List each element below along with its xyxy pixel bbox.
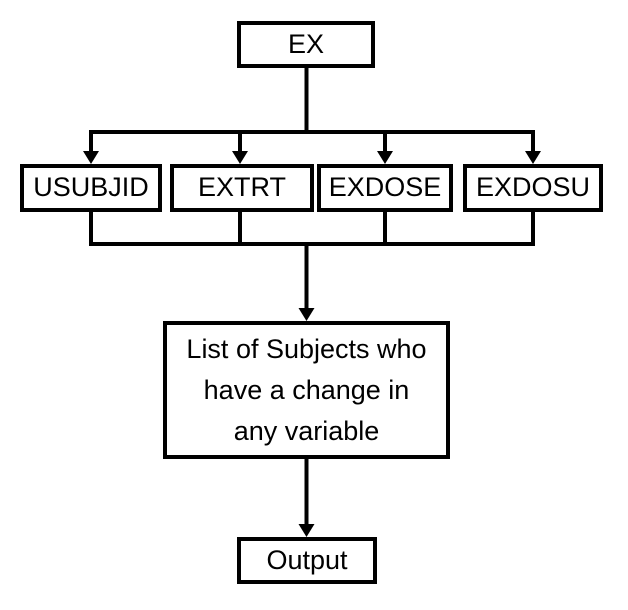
- node-usubjid-label: USUBJID: [33, 172, 149, 203]
- node-list-line-2: have a change in: [203, 374, 410, 405]
- arrowheads: [83, 151, 541, 537]
- arrowhead-exdosu: [525, 151, 541, 164]
- node-usubjid: USUBJID: [20, 164, 162, 212]
- node-exdosu: EXDOSU: [463, 164, 603, 212]
- node-ex-label: EX: [287, 28, 325, 59]
- node-list-of-subjects: List of Subjects who have a change in an…: [163, 321, 450, 459]
- node-exdosu-label: EXDOSU: [475, 172, 591, 203]
- arrowhead-list: [298, 308, 315, 321]
- arrowhead-output: [298, 524, 315, 537]
- node-list-line-1: List of Subjects who: [186, 333, 427, 364]
- node-extrt: EXTRT: [170, 164, 314, 212]
- connector-lines: [89, 66, 535, 525]
- node-ex: EX: [237, 21, 375, 68]
- node-exdose: EXDOSE: [317, 164, 453, 212]
- node-exdose-label: EXDOSE: [328, 172, 442, 203]
- arrowhead-exdose: [377, 151, 393, 164]
- node-output-label: Output: [266, 544, 348, 575]
- node-extrt-label: EXTRT: [197, 172, 286, 203]
- arrowhead-extrt: [232, 151, 248, 164]
- arrowhead-usubjid: [83, 151, 99, 164]
- node-output: Output: [237, 537, 377, 584]
- node-list-line-3: any variable: [233, 415, 380, 446]
